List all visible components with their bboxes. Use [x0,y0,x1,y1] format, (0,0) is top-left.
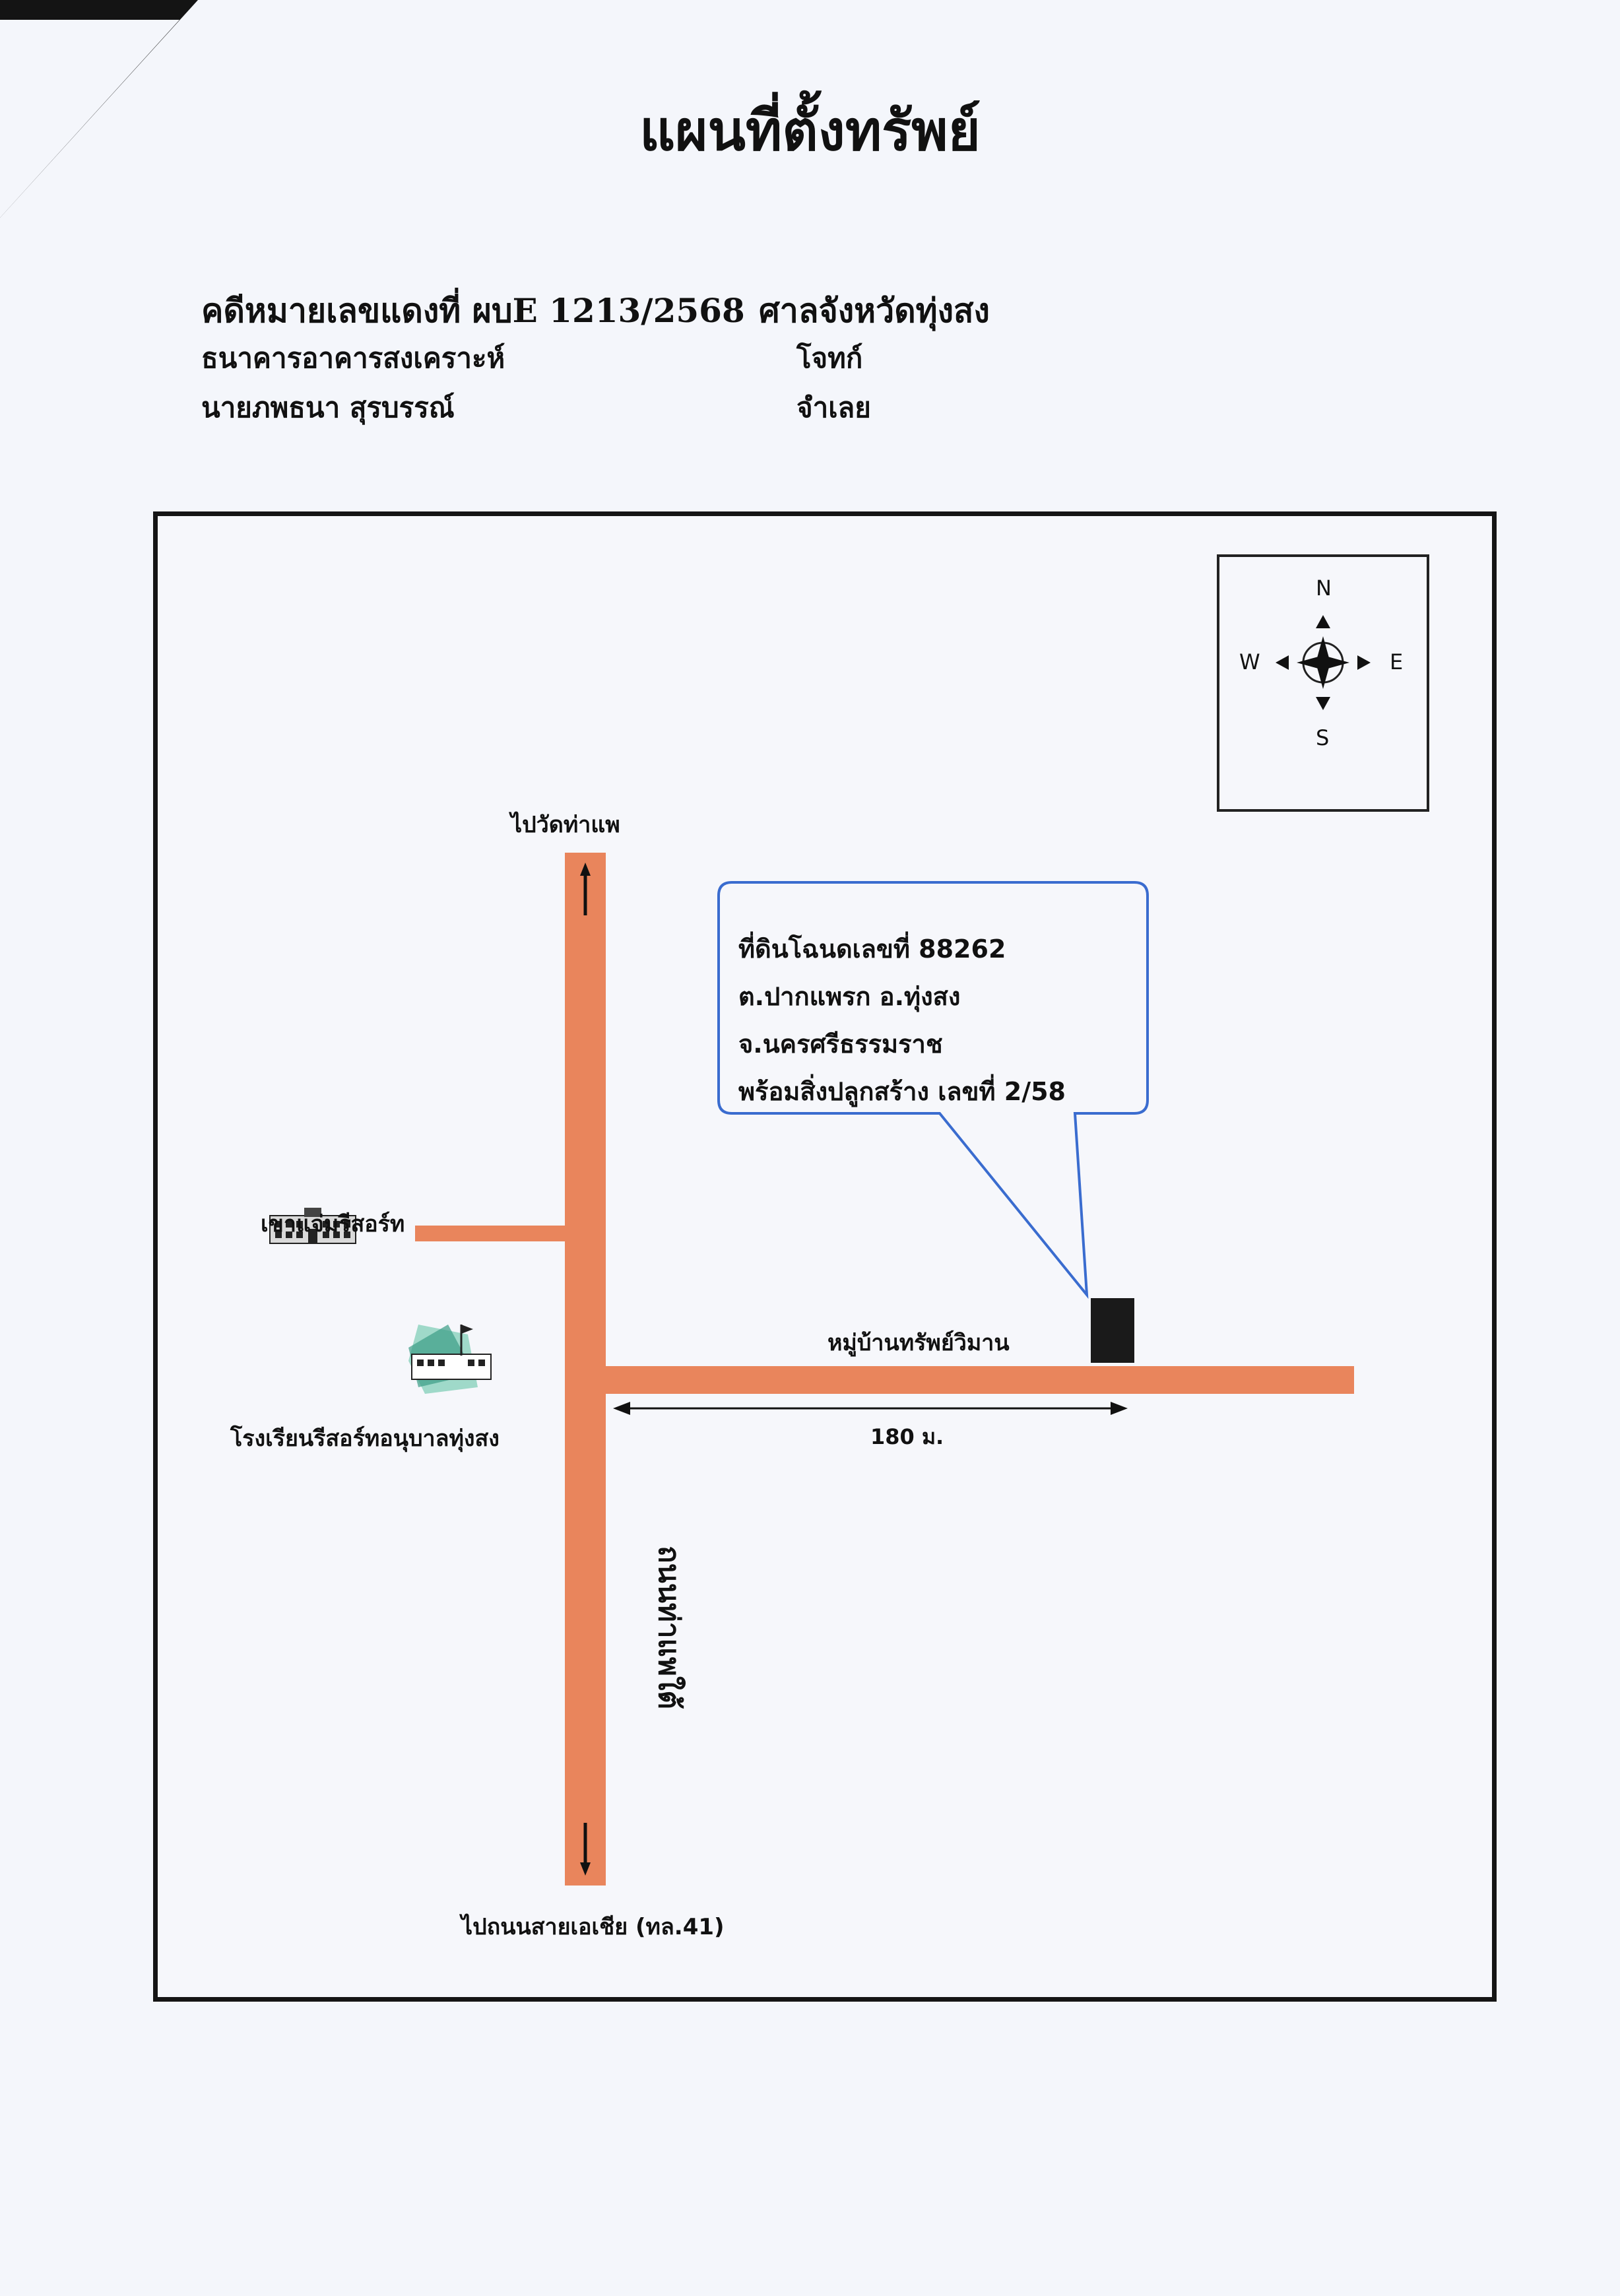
resort-side-road [415,1226,567,1241]
court-name: ศาลจังหวัดทุ่งสง [759,291,990,330]
plaintiff-role: โจทก์ [796,342,863,374]
resort-building-icon [269,1208,356,1244]
map-frame: ไปวัดท่าแพ ไปถนนสายเอเชีย (ทล.41) เขาแจ่… [153,511,1497,2002]
callout-line: ต.ปากแพรก อ.ทุ่งสง [738,982,961,1011]
compass-rose: N S E W [1217,554,1429,812]
resort-label: เขาแจ่มรีสอร์ท [261,1211,405,1237]
callout-bubble [717,881,1149,1299]
case-number: คดีหมายเลขแดงที่ ผบE 1213/2568 [201,291,745,330]
village-road [606,1366,1354,1394]
main-road-label: ถนนท่าแพใต้ [652,1546,686,1709]
compass-west-label: W [1239,649,1260,674]
callout-line: ที่ดินโฉนดเลขที่ 88262 [738,935,1006,964]
defendant-name: นายภพธนา สุรบรรณ์ [201,391,455,424]
compass-icon [1276,615,1371,710]
callout-line: พร้อมสิ่งปลูกสร้าง เลขที่ 2/58 [738,1077,1066,1106]
compass-east-label: E [1390,649,1404,674]
property-marker [1091,1298,1134,1363]
property-callout: ที่ดินโฉนดเลขที่ 88262 ต.ปากแพรก อ.ทุ่งส… [738,925,1066,1115]
north-arrow-icon [580,863,591,915]
scan-corner-inner [0,20,179,218]
north-destination-label: ไปวัดท่าแพ [511,812,620,838]
defendant-role: จำเลย [796,391,871,424]
compass-south-label: S [1316,725,1330,750]
map-canvas [269,853,1354,1886]
distance-label: 180 ม. [870,1424,944,1449]
school-building-icon [408,1325,492,1394]
page-title: แผนที่ตั้งทรัพย์ [639,98,981,163]
main-road [565,853,606,1886]
school-label: โรงเรียนรีสอร์ทอนุบาลทุ่งสง [230,1426,500,1452]
plaintiff-name: ธนาคารอาคารสงเคราะห์ [201,342,505,374]
callout-line: จ.นครศรีธรรมราช [738,1030,943,1059]
south-arrow-icon [580,1823,591,1876]
distance-arrow-icon [613,1402,1128,1415]
compass-north-label: N [1316,575,1332,601]
village-label: หมู่บ้านทรัพย์วิมาน [827,1330,1010,1356]
south-destination-label: ไปถนนสายเอเชีย (ทล.41) [461,1914,725,1940]
